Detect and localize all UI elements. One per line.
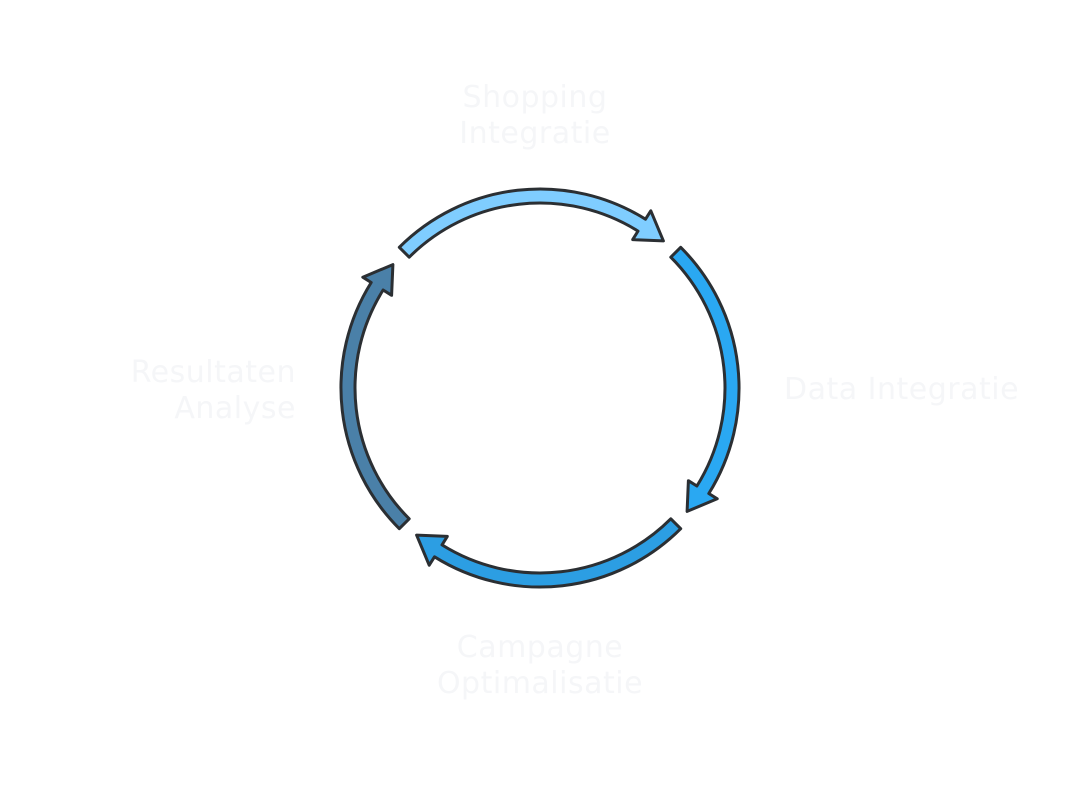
cycle-arrow-resultaten-analyse bbox=[339, 263, 411, 531]
stage-label-line: Optimalisatie bbox=[436, 666, 644, 701]
cycle-arrow-data-integratie bbox=[669, 245, 741, 513]
stage-label-line: Data Integratie bbox=[784, 372, 1020, 407]
stage-label-shopping-integratie: Shopping Integratie bbox=[390, 80, 680, 152]
cycle-arrow-campagne-optimalisatie bbox=[415, 517, 683, 589]
stage-label-line: Resultaten bbox=[130, 355, 296, 390]
stage-label-line: Campagne bbox=[456, 630, 624, 665]
stage-label-data-integratie: Data Integratie bbox=[784, 372, 1019, 408]
stage-label-line: Shopping bbox=[462, 80, 608, 115]
stage-label-campagne-optimalisatie: Campagne Optimalisatie bbox=[395, 630, 685, 702]
stage-label-resultaten-analyse: Resultaten Analyse bbox=[60, 355, 296, 427]
stage-label-line: Integratie bbox=[459, 116, 611, 151]
cycle-arrow-shopping-integratie bbox=[397, 187, 665, 259]
stage-label-line: Analyse bbox=[174, 391, 296, 426]
